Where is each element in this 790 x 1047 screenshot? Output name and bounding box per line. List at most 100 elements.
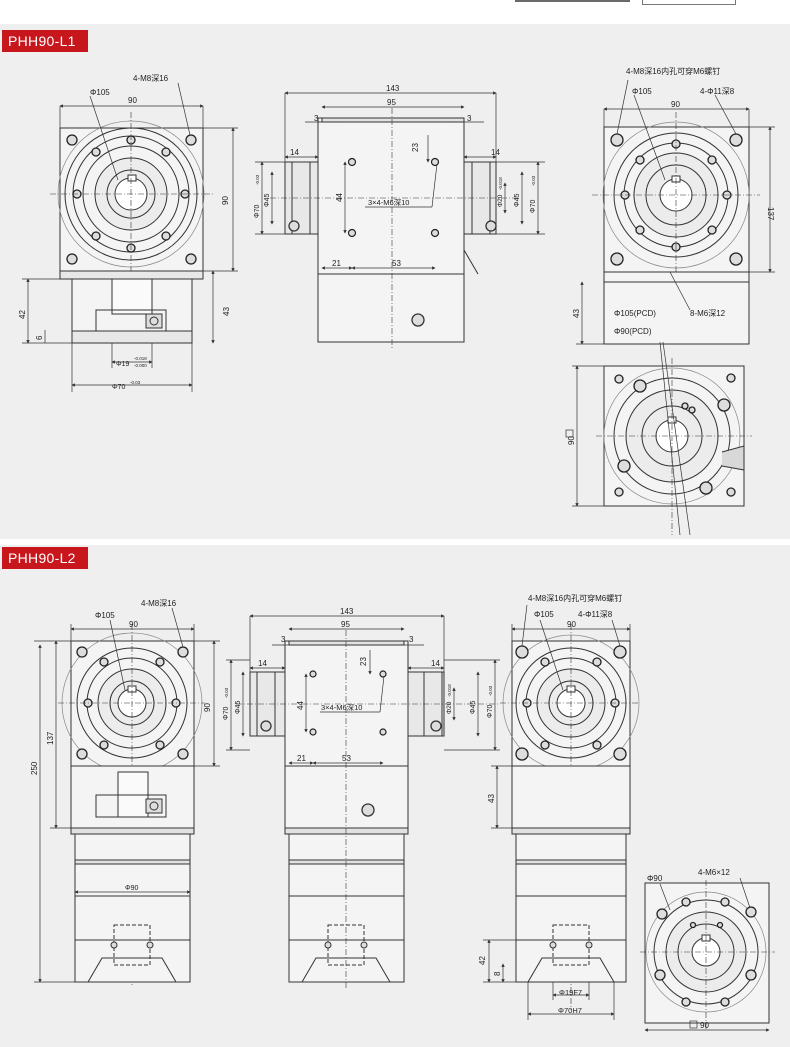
l2-side-dimensions <box>226 614 500 765</box>
l1-flange-dimensions <box>572 341 691 536</box>
dim-21: 21 <box>297 754 306 763</box>
l1-side-labels: 143 95 3 3 14 14 Φ70 -0.03 Φ45 23 44 3×4… <box>254 84 537 268</box>
dim-sq90: 90 <box>700 1021 709 1030</box>
l1-front-dimensions <box>22 82 238 392</box>
dim-phi70: Φ70 <box>112 384 125 391</box>
dim-phi45a: Φ45 <box>264 194 271 207</box>
dim-tap: 3×4-M6深10 <box>321 703 362 712</box>
dim-phi70-side-tol: -0.03 <box>255 174 260 185</box>
dim-phi19-tol-dn: -0.000 <box>134 363 147 368</box>
dim-95: 95 <box>341 620 350 629</box>
l2-side-view <box>236 630 500 988</box>
section-separator <box>0 539 790 545</box>
dim-phi90: Φ90 <box>125 885 138 892</box>
top-strip <box>0 0 790 24</box>
dim-phi19: Φ19 <box>116 361 129 368</box>
dim-tap: 3×4-M6深10 <box>368 198 409 207</box>
dim-sq90: 90 <box>567 436 576 445</box>
dim-r-90: 90 <box>567 620 576 629</box>
dim-phi70-tol: -0.03 <box>130 380 141 385</box>
dim-phi105: Φ105 <box>90 88 110 97</box>
l2-flange-labels: Φ90 4-M6×12 90 <box>647 868 730 1030</box>
l2-front-view <box>58 624 205 985</box>
section-title: PHH90-L2 <box>2 547 88 569</box>
l1-side-dimensions <box>255 91 545 270</box>
dim-14b: 14 <box>431 659 440 668</box>
l1-flange-labels: 90 <box>565 429 576 445</box>
top-divider-line <box>515 0 630 2</box>
dim-m6x12: 4-M6×12 <box>698 868 730 877</box>
dim-r-m8: 4-M8深16内孔可穿M6螺钉 <box>528 593 622 603</box>
dim-phi70h7: Φ70H7 <box>558 1006 582 1015</box>
dim-6: 6 <box>35 335 44 340</box>
dim-23: 23 <box>359 657 368 666</box>
dim-3a: 3 <box>314 114 319 123</box>
dim-r-phi105: Φ105 <box>534 610 554 619</box>
dim-phi70-r: Φ70 <box>487 705 494 718</box>
dim-143: 143 <box>386 84 400 93</box>
l2-flange-view <box>640 880 775 1030</box>
dim-phi45b: Φ45 <box>514 194 521 207</box>
dim-r-137: 137 <box>766 207 775 221</box>
dim-143: 143 <box>340 607 354 616</box>
dim-43: 43 <box>222 307 231 316</box>
dim-pcd90: Φ90(PCD) <box>614 327 652 336</box>
l2-right-view <box>500 624 640 1010</box>
dim-m8: 4-M8深16 <box>133 74 169 83</box>
l2-flange-dimensions <box>644 877 770 1032</box>
l2-front-labels: Φ105 4-M8深16 90 90 137 250 Φ90 <box>30 599 212 892</box>
dim-r-43: 43 <box>572 309 581 318</box>
dim-phi90b: Φ90 <box>647 874 663 883</box>
top-box-fragment <box>642 0 736 5</box>
dim-21: 21 <box>332 259 341 268</box>
l1-right-view <box>592 112 760 345</box>
dim-90: 90 <box>129 620 138 629</box>
dim-pcd105: Φ105(PCD) <box>614 309 656 318</box>
l1-right-dimensions <box>576 79 775 345</box>
dim-r-phi105: Φ105 <box>632 87 652 96</box>
square-symbol <box>565 429 574 438</box>
dim-phi20-tol: -0.018 <box>498 177 503 190</box>
dim-r-m8: 4-M8深16内孔可穿M6螺钉 <box>626 66 720 76</box>
dim-phi20-tol: -0.018 <box>447 684 452 697</box>
dim-44: 44 <box>335 193 344 202</box>
l1-flange-view <box>596 358 752 535</box>
dim-42: 42 <box>18 310 27 319</box>
dim-phi19f7: Φ19F7 <box>559 988 582 997</box>
dim-14a: 14 <box>258 659 267 668</box>
dim-53: 53 <box>392 259 401 268</box>
dim-r-43: 43 <box>487 794 496 803</box>
dim-phi45a: Φ45 <box>235 701 242 714</box>
dim-44: 44 <box>296 701 305 710</box>
dim-phi70-r-tol: -0.03 <box>488 685 493 696</box>
dim-137: 137 <box>46 731 55 745</box>
dim-phi20: Φ20 <box>497 194 504 207</box>
l2-right-labels: 4-M8深16内孔可穿M6螺钉 Φ105 4-Φ11深8 90 43 42 8 … <box>478 593 622 1015</box>
dim-r-phi11: 4-Φ11深8 <box>700 87 735 96</box>
l2-side-labels: 143 95 3 3 14 14 Φ70 -0.03 Φ45 23 44 3×4… <box>223 607 494 763</box>
dim-14a: 14 <box>290 148 299 157</box>
dim-90v: 90 <box>221 196 230 205</box>
dim-250: 250 <box>30 761 39 775</box>
dim-phi19-tol-up: -0.018 <box>134 356 147 361</box>
dim-r-phi11: 4-Φ11深8 <box>578 610 613 619</box>
dim-phi70-side-tol: -0.03 <box>224 687 229 698</box>
dim-phi70-r-tol: -0.03 <box>531 175 536 186</box>
dim-phi20: Φ20 <box>446 701 453 714</box>
dim-m6-12: 8-M6深12 <box>690 309 726 318</box>
square-symbol <box>689 1020 698 1029</box>
dim-90v: 90 <box>203 703 212 712</box>
section-title: PHH90-L1 <box>2 30 88 52</box>
dim-3b: 3 <box>467 114 472 123</box>
dim-phi70-side: Φ70 <box>254 205 261 218</box>
dim-8: 8 <box>493 971 502 976</box>
dim-phi105: Φ105 <box>95 611 115 620</box>
dim-phi70-side: Φ70 <box>223 707 230 720</box>
l1-right-labels: 4-M8深16内孔可穿M6螺钉 Φ105 4-Φ11深8 90 137 43 Φ… <box>572 66 775 336</box>
dim-23: 23 <box>411 143 420 152</box>
dim-53: 53 <box>342 754 351 763</box>
dim-phi70-r: Φ70 <box>530 200 537 213</box>
dim-95: 95 <box>387 98 396 107</box>
dim-phi45b: Φ45 <box>470 701 477 714</box>
